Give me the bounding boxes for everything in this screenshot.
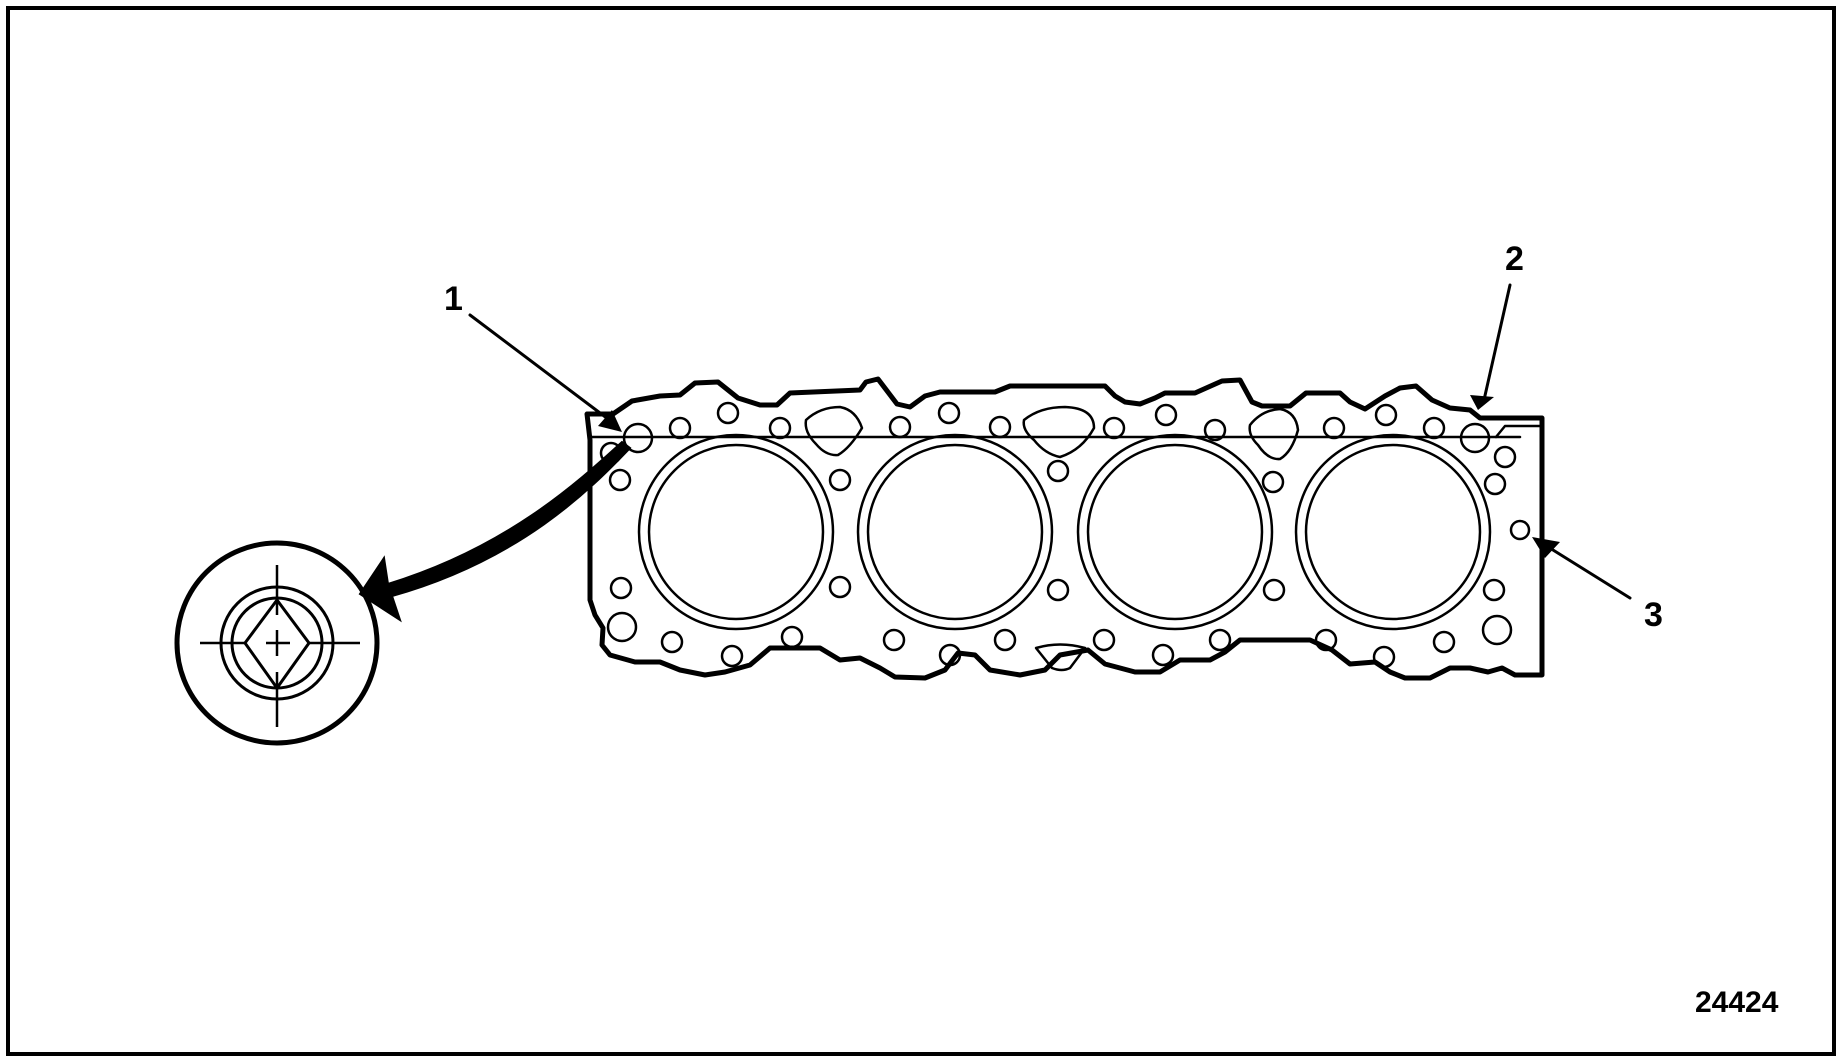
callout-label-3: 3 bbox=[1644, 596, 1663, 634]
figure-border bbox=[6, 6, 1836, 1056]
dowel-detail-inset bbox=[174, 540, 380, 746]
cylinder-bores bbox=[637, 433, 1492, 631]
gasket-holes bbox=[599, 401, 1531, 669]
figure-number: 24424 bbox=[1695, 986, 1779, 1019]
right-step bbox=[1494, 424, 1542, 439]
leader-line-1 bbox=[468, 313, 614, 424]
arrowheads bbox=[598, 395, 1560, 558]
arrowhead-3 bbox=[1532, 537, 1560, 558]
callout-label-2: 2 bbox=[1505, 240, 1524, 278]
leader-line-2 bbox=[1482, 283, 1512, 402]
arrowhead-2 bbox=[1470, 395, 1494, 410]
water-passages bbox=[804, 405, 1300, 672]
leader-line-3 bbox=[1543, 543, 1632, 600]
gasket-outline bbox=[584, 376, 1545, 681]
arrowhead-1 bbox=[598, 410, 622, 432]
callout-label-1: 1 bbox=[444, 280, 463, 318]
detail-pointer-arrow bbox=[358, 440, 632, 623]
